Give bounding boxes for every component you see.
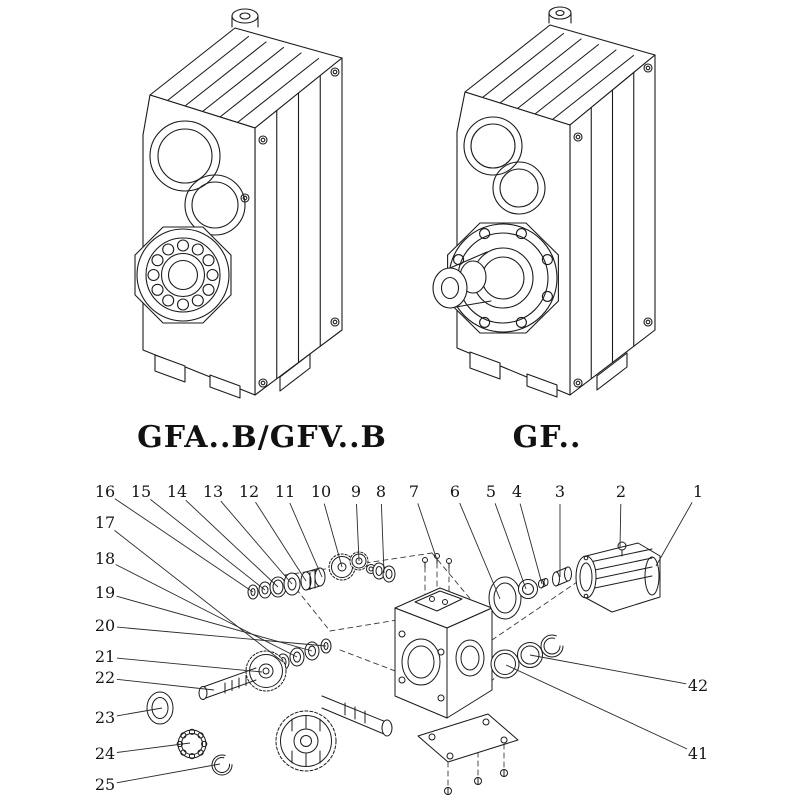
callout-number-14: 14 <box>166 482 188 501</box>
callout-leader-1 <box>655 502 693 567</box>
callout-number-3: 3 <box>554 482 566 501</box>
callout-leader-9 <box>356 503 360 562</box>
finned-top <box>149 27 343 129</box>
callout-leader-19 <box>116 595 313 652</box>
callout-number-8: 8 <box>375 482 387 501</box>
motor-unit <box>575 541 661 613</box>
callout-leader-18 <box>115 564 298 658</box>
mounting-feet <box>154 353 311 399</box>
callout-number-19: 19 <box>94 583 116 602</box>
callout-leader-41 <box>505 664 688 750</box>
callout-number-16: 16 <box>94 482 116 501</box>
callout-leader-25 <box>116 763 221 784</box>
callout-leader-21 <box>116 657 263 673</box>
callout-leader-17 <box>114 530 284 663</box>
callout-number-13: 13 <box>202 482 224 501</box>
callout-number-21: 21 <box>94 647 116 666</box>
callout-number-17: 17 <box>94 513 116 532</box>
model-label-left: GFA..B/GFV..B <box>137 420 387 455</box>
input-flange-parts <box>488 566 572 620</box>
callout-leader-15 <box>150 499 266 591</box>
callout-leader-16 <box>114 498 254 593</box>
callout-leader-23 <box>116 707 163 717</box>
callout-number-41: 41 <box>687 744 709 763</box>
callout-number-15: 15 <box>130 482 152 501</box>
callout-number-24: 24 <box>94 744 116 763</box>
gearbox-right-figure <box>432 6 656 398</box>
callout-number-42: 42 <box>687 676 709 695</box>
callout-number-22: 22 <box>94 668 116 687</box>
callout-leader-7 <box>417 503 438 561</box>
callout-leader-13 <box>220 500 293 585</box>
callout-number-23: 23 <box>94 708 116 727</box>
base-gasket <box>417 713 519 795</box>
callout-number-2: 2 <box>615 482 627 501</box>
output-gear-parts <box>146 691 393 776</box>
model-label-right: GF.. <box>512 420 582 455</box>
intermediate-gear-parts <box>198 638 332 700</box>
output-shaft <box>432 251 492 309</box>
callout-leader-42 <box>529 654 687 685</box>
callout-leader-2 <box>619 503 622 549</box>
callout-number-6: 6 <box>449 482 461 501</box>
callout-leader-11 <box>289 502 323 578</box>
callout-number-10: 10 <box>310 482 332 501</box>
callout-number-4: 4 <box>511 482 523 501</box>
callout-number-11: 11 <box>274 482 296 501</box>
callout-leader-14 <box>185 499 279 588</box>
callout-number-12: 12 <box>238 482 260 501</box>
gear-housing <box>394 587 493 719</box>
callout-leader-10 <box>323 503 343 568</box>
callout-leader-24 <box>116 742 191 753</box>
callout-number-25: 25 <box>94 775 116 794</box>
callout-leader-20 <box>116 626 327 647</box>
callout-leader-12 <box>255 501 307 582</box>
callout-leader-6 <box>459 502 501 600</box>
output-bearing <box>134 226 232 324</box>
housing-bolts <box>422 553 452 569</box>
lifting-lug <box>548 6 572 24</box>
mounting-feet <box>469 351 628 398</box>
callout-number-5: 5 <box>485 482 497 501</box>
callout-number-9: 9 <box>350 482 362 501</box>
callout-leader-22 <box>116 678 215 691</box>
callout-leader-4 <box>519 503 543 585</box>
output-flange <box>447 222 559 334</box>
side-panel <box>569 54 656 396</box>
callout-number-20: 20 <box>94 616 116 635</box>
callout-number-7: 7 <box>408 482 420 501</box>
side-panel <box>254 57 343 396</box>
callout-number-1: 1 <box>692 482 704 501</box>
callout-leader-8 <box>380 503 385 574</box>
callout-leader-5 <box>494 503 527 590</box>
callout-leader-lines <box>114 498 693 784</box>
lifting-lug <box>231 8 259 28</box>
gearbox-left-figure <box>134 8 343 399</box>
callout-number-18: 18 <box>94 549 116 568</box>
retaining-rings <box>490 634 564 679</box>
